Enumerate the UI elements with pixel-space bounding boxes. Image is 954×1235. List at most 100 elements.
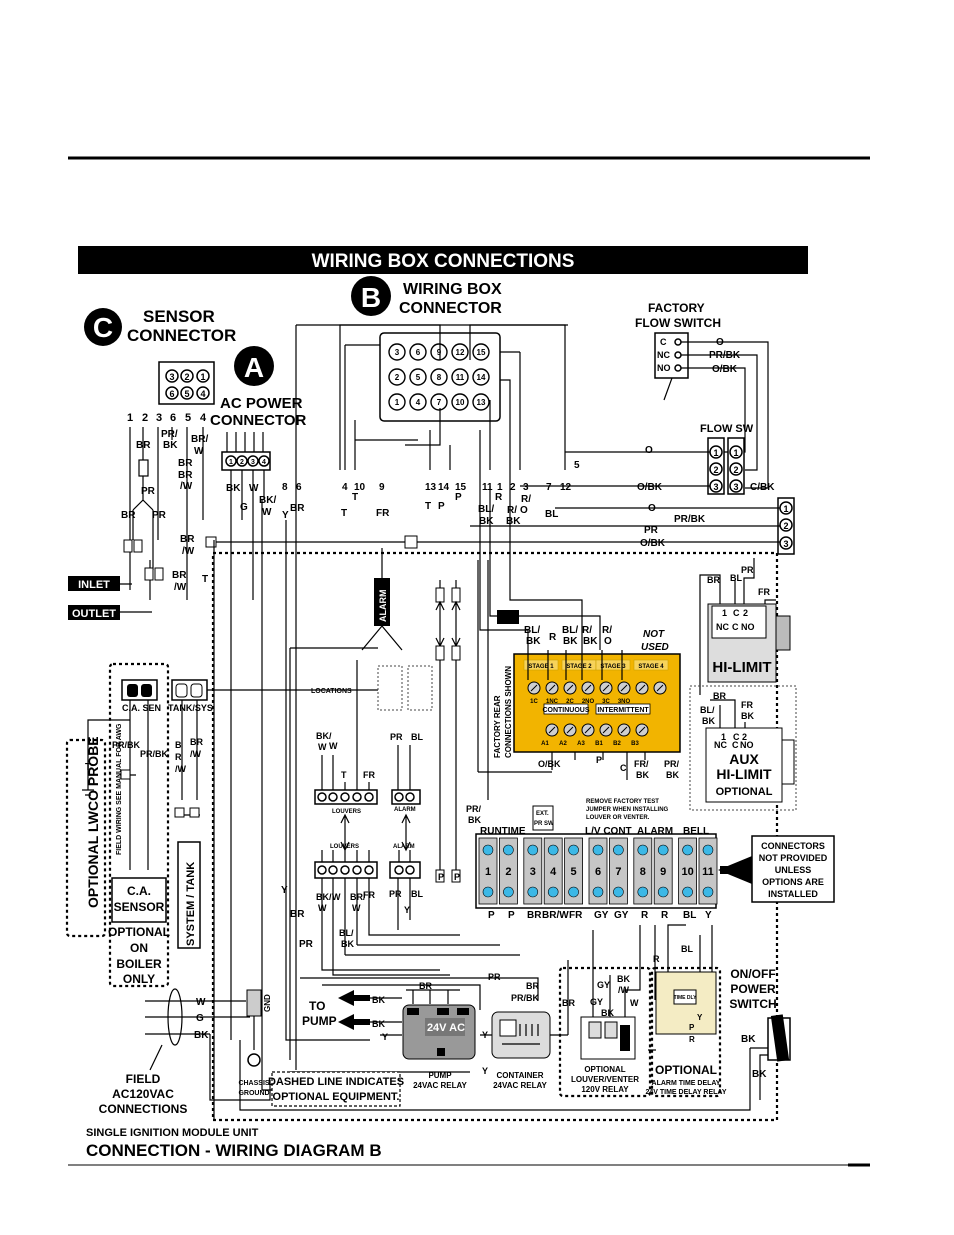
ca-box-2: SENSOR — [114, 900, 165, 914]
hl-wire-bl: BL — [730, 573, 742, 583]
wb-wire-color-6: P — [455, 492, 462, 503]
pump-wire-y3: Y — [482, 1066, 488, 1076]
not-used-1: NOT — [643, 629, 665, 640]
flowsw-r2: 2 — [733, 465, 738, 475]
pump-arrow-2 — [338, 1014, 354, 1030]
wb-wire-color-13: O — [520, 505, 528, 516]
field-wire-bk: BK — [194, 1030, 209, 1041]
outlet-tag: OUTLET — [68, 605, 120, 620]
alarm-tag-label: ALARM — [378, 590, 388, 623]
sensor-wire-pr2: PR — [152, 510, 167, 521]
aux-tnc: NC — [714, 740, 727, 750]
gnd-label: GND — [263, 994, 272, 1012]
field-y: Y — [281, 885, 288, 896]
sensor-connector-title-2: CONNECTOR — [127, 326, 236, 345]
lr-wire-gy1: GY — [590, 997, 603, 1007]
note-line-0: CONNECTORS — [761, 841, 825, 851]
mod-top-wire-1: BK — [526, 636, 541, 647]
pump-wire-bk2: BK — [372, 1019, 385, 1029]
ca-sensor-outline — [108, 662, 170, 988]
sensor-wire-brw-b2: /W — [182, 546, 195, 557]
sensor-wires — [123, 427, 204, 600]
power-switch[interactable] — [767, 1014, 791, 1062]
inlet-tag: INLET — [68, 576, 120, 591]
wb-pin-4: 4 — [416, 398, 421, 407]
wb-pin-9: 9 — [437, 348, 442, 357]
intermittent-label: INTERMITTENT — [597, 707, 649, 714]
louver-relay-3: 120V RELAY — [581, 1085, 629, 1094]
hl-t2: 2 — [743, 608, 748, 618]
inlet-label: INLET — [78, 579, 110, 591]
sensor-wire-no-3: 3 — [156, 412, 162, 424]
pump-wire-prbk: PR/BK — [511, 993, 540, 1003]
ext-label-1: EXT. — [536, 811, 549, 817]
flowsw-l3: 3 — [713, 482, 718, 492]
ts-wire-7: R — [641, 910, 649, 921]
ac-power-title-1: AC POWER — [220, 395, 303, 412]
field-wire-g: G — [196, 1013, 204, 1024]
mod-top-wire-3: BL/ — [562, 625, 578, 636]
louvers-top-label: LOUVERS — [332, 809, 361, 815]
mod-top-wire-8: O — [604, 636, 612, 647]
aux-label-2: HI-LIMIT — [716, 766, 772, 782]
ts-wire-2: BR — [527, 910, 542, 921]
system-tank-label: SYSTEM / TANK — [185, 862, 197, 946]
wb-pin-12: 12 — [456, 348, 465, 357]
flowsw-r3: 3 — [733, 482, 738, 492]
wb-wire-no-3: 10 — [354, 482, 366, 493]
wb-wire-color-2: T — [352, 492, 358, 503]
tank-sys-connector: TANK/SYS — [168, 679, 213, 713]
louver-relay — [580, 1016, 636, 1060]
sensor-wire-brw-c1: BR — [172, 570, 187, 581]
sensor-wire-pr: PR — [141, 486, 156, 497]
alarm-relay-1: OPTIONAL — [655, 1063, 717, 1077]
pump-relay: 24V AC — [402, 1004, 476, 1060]
wb-wire-no-13: 12 — [560, 482, 572, 493]
ts-group-3: BELL — [683, 826, 709, 837]
wb-pin-1: 1 — [395, 398, 400, 407]
sensor-wire-br3: BR — [121, 510, 136, 521]
sensor-pin-1: 1 — [200, 372, 205, 382]
wb-wire-color-4: T — [425, 501, 431, 512]
pump-wire-y: Y — [382, 1032, 388, 1042]
wb-pin-15: 15 — [477, 348, 486, 357]
wb-wire-no-2: 4 — [342, 482, 348, 493]
ar-wire-r: R — [653, 954, 660, 964]
field-label-3: CONNECTIONS — [99, 1102, 188, 1116]
sensor-wire-t: T — [202, 574, 208, 585]
alarm-relay-outline — [650, 966, 722, 1098]
wb-wire-color-8: BK — [479, 516, 494, 527]
lr-wire-bkw-1: BK — [617, 974, 630, 984]
module-side-label-2: CONNECTIONS SHOWN — [504, 666, 513, 758]
ext-label-2: PR SW — [534, 821, 554, 827]
sensor-wire-no-5: 5 — [185, 412, 191, 424]
sensor-wire-no-2: 2 — [142, 412, 148, 424]
wb-pin-3: 3 — [395, 348, 400, 357]
pump-wire-br: BR — [419, 981, 432, 991]
ca-opt-3: BOILER — [116, 957, 162, 971]
sensor-wire-br2: BR — [178, 458, 193, 469]
mod-top-wire-0: BL/ — [524, 625, 540, 636]
alarm-tag: ALARM — [374, 578, 390, 626]
ca-wire-brw: /W — [190, 749, 202, 759]
hl-tc2: C — [732, 622, 739, 632]
power-switch-1: ON/OFF — [730, 967, 775, 981]
aux-wire-fr: FR — [741, 700, 753, 710]
wb-pin-8: 8 — [437, 373, 442, 382]
tank-sys-label: TANK/SYS — [168, 703, 213, 713]
terminal-1: 1 — [485, 866, 491, 878]
aux-tc: C — [733, 732, 740, 742]
mod-top-wire-4: BK — [563, 636, 578, 647]
ac-power-connector: 1 2 3 4 — [221, 432, 271, 471]
mod-top-wire-6: BK — [583, 636, 598, 647]
lr-wire-bk: BK — [601, 1008, 614, 1018]
terminal-5: 5 — [571, 866, 577, 878]
mod-row1-3C: 3C — [602, 699, 610, 705]
alarm-relay-3: 24V TIME DELAY RELAY — [645, 1089, 726, 1096]
sensor-pin-4: 4 — [200, 389, 205, 399]
lv-wire-bkw-1: BK/ — [316, 731, 332, 741]
alarm-top-label: ALARM — [394, 807, 416, 813]
ar-y: Y — [697, 1013, 703, 1022]
